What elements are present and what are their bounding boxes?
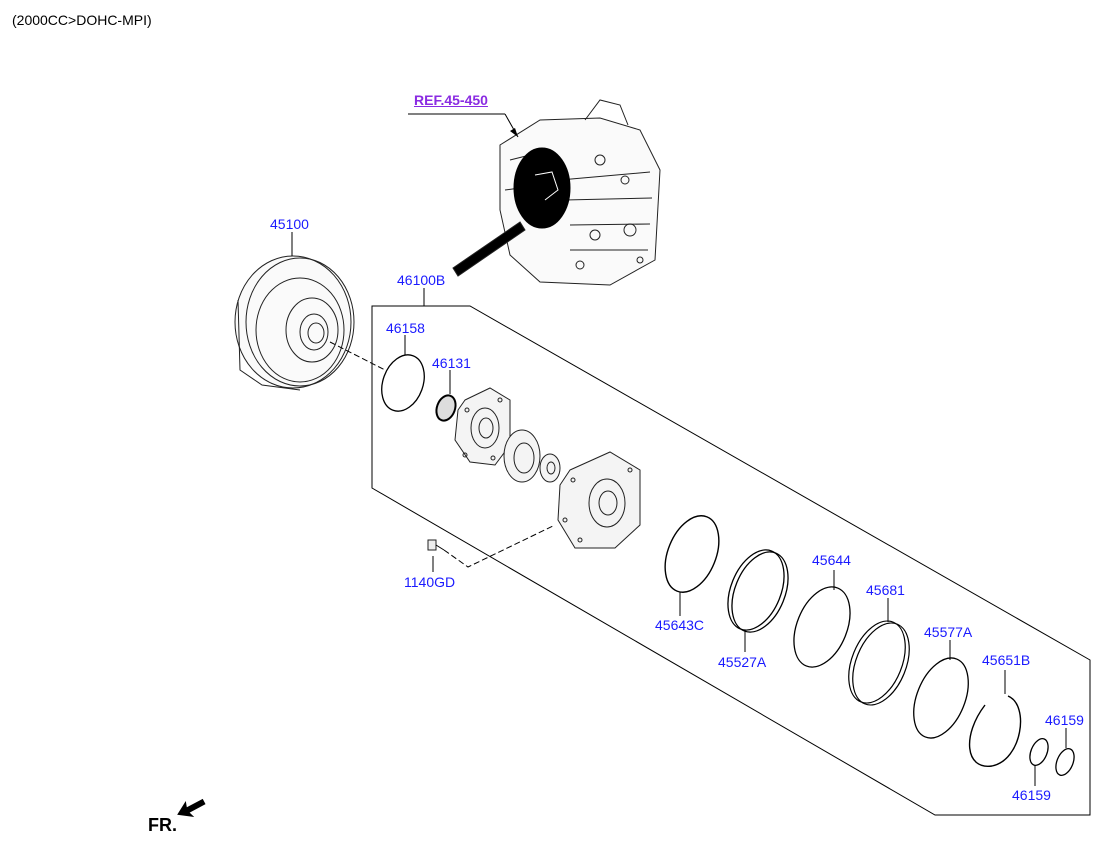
reference-link[interactable]: REF.45-450 bbox=[414, 92, 488, 108]
part-label-45681[interactable]: 45681 bbox=[866, 582, 905, 598]
inner-gear bbox=[539, 453, 561, 483]
part-label-45651b[interactable]: 45651B bbox=[982, 652, 1031, 668]
oil-seal-46131 bbox=[435, 394, 457, 422]
snap-ring-45651b bbox=[968, 695, 1022, 767]
ring-45644 bbox=[793, 586, 851, 668]
part-label-45527a[interactable]: 45527A bbox=[718, 654, 767, 670]
front-arrow-icon bbox=[177, 798, 206, 817]
o-ring-46158 bbox=[381, 354, 425, 412]
outer-gear bbox=[503, 429, 541, 483]
torque-converter-45100 bbox=[234, 255, 355, 391]
transmission-housing-image bbox=[452, 99, 661, 286]
ring-45577a bbox=[913, 657, 969, 739]
front-direction-label: FR. bbox=[148, 815, 177, 835]
part-label-46131[interactable]: 46131 bbox=[432, 355, 471, 371]
part-label-45644[interactable]: 45644 bbox=[812, 552, 851, 568]
part-label-46100b[interactable]: 46100B bbox=[397, 272, 446, 288]
part-label-45100[interactable]: 45100 bbox=[270, 216, 309, 232]
part-label-46158[interactable]: 46158 bbox=[386, 320, 425, 336]
ring-45643c bbox=[664, 515, 720, 593]
part-label-45643c[interactable]: 45643C bbox=[655, 617, 705, 633]
engine-spec-title: (2000CC>DOHC-MPI) bbox=[12, 12, 152, 28]
pump-body bbox=[557, 451, 641, 549]
axis-dashline-converter bbox=[329, 341, 386, 371]
part-label-46159-bottom[interactable]: 46159 bbox=[1012, 787, 1051, 803]
bolt-1140gd bbox=[427, 539, 445, 551]
ring-46159-a bbox=[1029, 738, 1049, 766]
bolt-dashline bbox=[443, 524, 556, 568]
ring-45681 bbox=[848, 620, 910, 706]
ring-46159-b bbox=[1055, 748, 1075, 776]
assembly-boundary bbox=[371, 305, 1091, 816]
part-label-45577a[interactable]: 45577A bbox=[924, 624, 973, 640]
part-label-46159-top[interactable]: 46159 bbox=[1045, 712, 1084, 728]
part-label-1140gd[interactable]: 1140GD bbox=[404, 574, 456, 590]
ring-45527a bbox=[727, 549, 789, 633]
pump-cover-plate bbox=[454, 387, 511, 466]
ref-arrowhead bbox=[510, 128, 518, 137]
